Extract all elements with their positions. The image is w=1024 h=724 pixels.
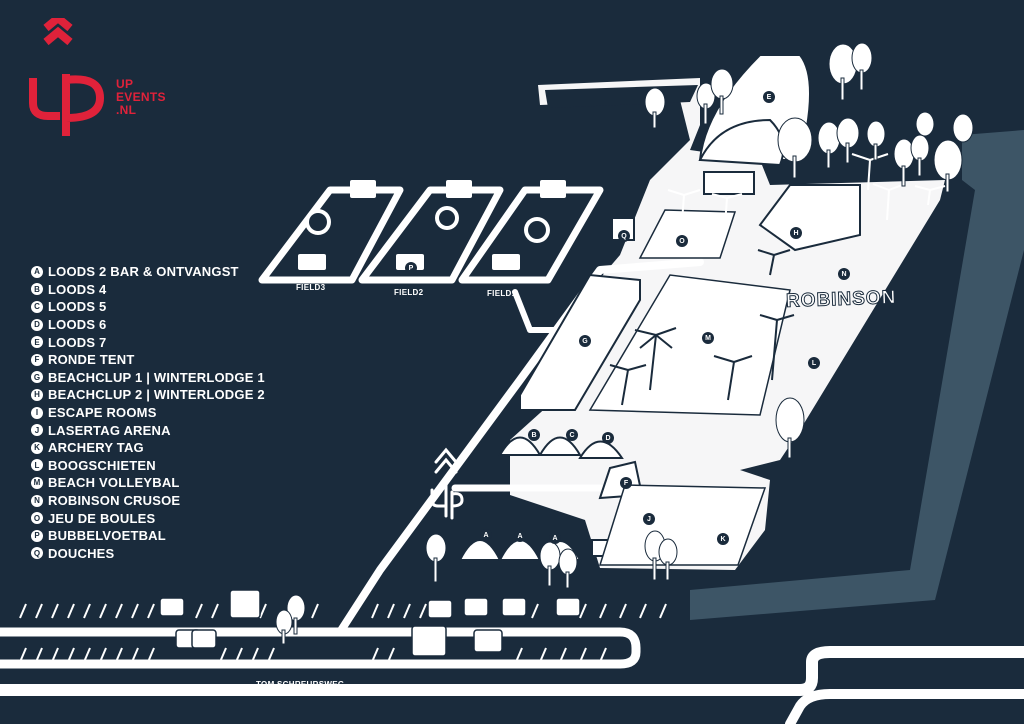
legend-key: G	[31, 371, 43, 384]
legend-label: LOODS 6	[48, 317, 107, 333]
marker-m: M	[702, 332, 714, 344]
legend-label: JEU DE BOULES	[48, 510, 156, 526]
legend-label: RONDE TENT	[48, 352, 135, 368]
legend-item: N ROBINSON CRUSOE	[31, 492, 265, 510]
legend-item: F RONDE TENT	[31, 351, 265, 369]
legend-item: E LOODS 7	[31, 333, 265, 351]
marker-c: C	[566, 429, 578, 441]
palm-trees	[609, 249, 795, 406]
marker-a3: A	[549, 532, 561, 544]
brand-line-3: .NL	[116, 103, 137, 117]
marker-b: B	[528, 429, 540, 441]
legend-key: M	[31, 476, 43, 489]
legend-key: N	[31, 494, 43, 507]
legend-label: ROBINSON CRUSOE	[48, 493, 181, 509]
marker-k: K	[717, 533, 729, 545]
robinson-sign: ROBINSON	[785, 287, 897, 313]
marker-a1: A	[480, 529, 492, 541]
up-sign	[430, 447, 464, 520]
legend-key: P	[31, 529, 43, 542]
courts	[588, 209, 791, 566]
legend-item: P BUBBELVOETBAL	[31, 527, 265, 545]
marker-h: H	[790, 227, 802, 239]
legend-item: I ESCAPE ROOMS	[31, 404, 265, 422]
legend-key: K	[31, 441, 43, 454]
legend-label: ESCAPE ROOMS	[48, 405, 157, 421]
legend-item: M BEACH VOLLEYBAL	[31, 474, 265, 492]
marker-g: G	[579, 335, 591, 347]
legend-item: B LOODS 4	[31, 281, 265, 299]
legend-label: ARCHERY TAG	[48, 440, 144, 456]
legend-label: BEACH VOLLEYBAL	[48, 475, 180, 491]
marker-d: D	[602, 432, 614, 444]
legend-key: H	[31, 388, 43, 401]
legend-key: C	[31, 300, 43, 313]
legend-item: C LOODS 5	[31, 298, 265, 316]
legend-label: LOODS 7	[48, 334, 107, 350]
palm-trees-outer	[667, 153, 946, 226]
legend-key: E	[31, 336, 43, 349]
legend-key: A	[31, 265, 43, 278]
legend-label: BUBBELVOETBAL	[48, 528, 166, 544]
legend-key: Q	[31, 547, 43, 560]
legend-item: O JEU DE BOULES	[31, 509, 265, 527]
marker-o: O	[676, 235, 688, 247]
legend-item: K ARCHERY TAG	[31, 439, 265, 457]
brand-line-1: UP	[116, 77, 134, 91]
fields	[258, 186, 604, 284]
marker-q: Q	[618, 230, 630, 242]
legend-item: H BEACHCLUP 2 | WINTERLODGE 2	[31, 386, 265, 404]
legend-key: F	[31, 353, 43, 366]
legend-item: D LOODS 6	[31, 316, 265, 334]
field3-label: FIELD3	[296, 283, 326, 292]
marker-p: P	[405, 262, 417, 274]
cars	[159, 589, 581, 657]
legend-item: J LASERTAG ARENA	[31, 421, 265, 439]
legend-key: L	[31, 459, 43, 472]
legend-label: LOODS 5	[48, 299, 107, 315]
marker-n: N	[838, 268, 850, 280]
legend-label: LOODS 2 BAR & ONTVANGST	[48, 264, 239, 280]
legend-item: Q DOUCHES	[31, 545, 265, 563]
up-logo	[29, 18, 105, 136]
legend-item: G BEACHCLUP 1 | WINTERLODGE 1	[31, 369, 265, 387]
legend-key: J	[31, 424, 43, 437]
field2-label: FIELD2	[394, 288, 424, 297]
street-label: TOM SCHREURSWEG	[256, 680, 345, 689]
marker-a2: A	[514, 530, 526, 542]
legend-key: D	[31, 318, 43, 331]
legend: A LOODS 2 BAR & ONTVANGST B LOODS 4 C LOODS…	[31, 263, 265, 562]
canal	[690, 130, 1024, 620]
legend-item: A LOODS 2 BAR & ONTVANGST	[31, 263, 265, 281]
legend-key: I	[31, 406, 43, 419]
legend-label: BEACHCLUP 1 | WINTERLODGE 1	[48, 369, 265, 385]
brand-text: UP EVENTS .NL	[116, 78, 166, 117]
legend-label: DOUCHES	[48, 545, 115, 561]
legend-label: BEACHCLUP 2 | WINTERLODGE 2	[48, 387, 265, 403]
legend-label: LASERTAG ARENA	[48, 422, 171, 438]
legend-item: L BOOGSCHIETEN	[31, 457, 265, 475]
field1-label: FIELD1	[487, 289, 517, 298]
trees	[275, 42, 974, 645]
brand-line-2: EVENTS	[116, 90, 166, 104]
marker-f: F	[620, 477, 632, 489]
marker-l: L	[808, 357, 820, 369]
marker-j: J	[643, 513, 655, 525]
legend-key: B	[31, 283, 43, 296]
legend-label: BOOGSCHIETEN	[48, 457, 156, 473]
legend-label: LOODS 4	[48, 281, 107, 297]
legend-key: O	[31, 512, 43, 525]
marker-e: E	[763, 91, 775, 103]
